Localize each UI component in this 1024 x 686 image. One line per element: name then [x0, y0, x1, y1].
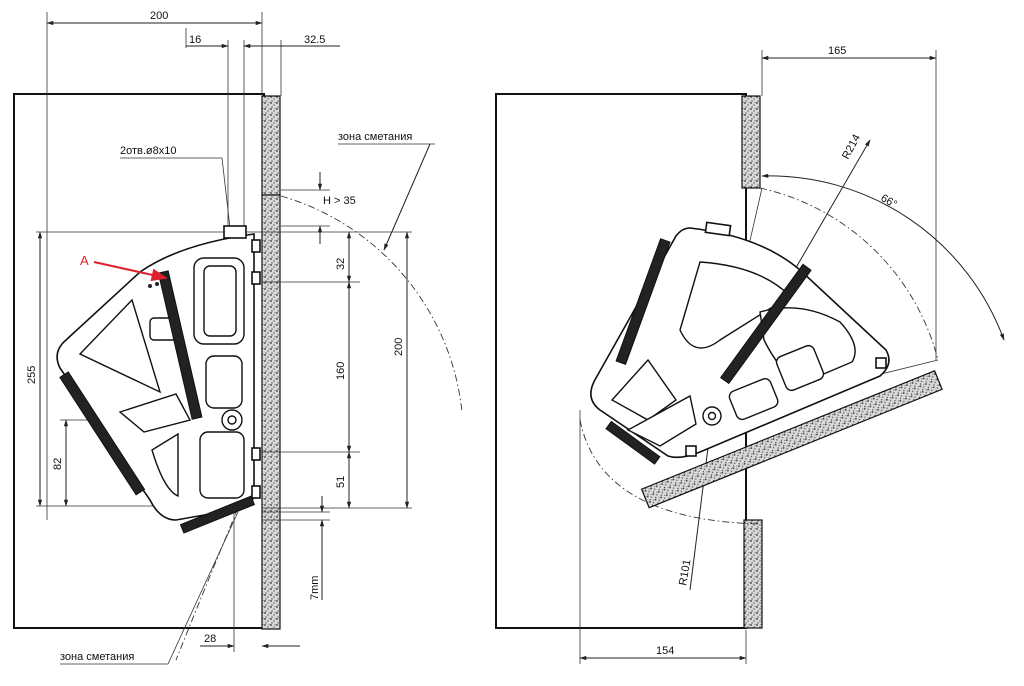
dim-16: 16 — [189, 34, 201, 46]
angle-arc-66 — [761, 173, 1005, 341]
door-strip-lower — [261, 194, 281, 630]
dim-200-right: 200 — [393, 338, 405, 356]
right-view: 165 66° R214 R101 154 — [495, 45, 1005, 664]
dim-255: 255 — [26, 366, 38, 384]
dim-28: 28 — [204, 633, 216, 645]
marker-a-arrow — [93, 261, 168, 282]
door-rotated — [640, 370, 943, 509]
dim-154: 154 — [656, 645, 674, 657]
dim-51: 51 — [335, 476, 347, 488]
dim-32: 32 — [335, 258, 347, 270]
wall-strip-upper-right — [741, 95, 761, 189]
door-strip-upper — [261, 95, 281, 196]
dim-165: 165 — [828, 45, 846, 57]
dim-82: 82 — [52, 458, 64, 470]
dim-32-5: 32.5 — [304, 34, 325, 46]
radius-r101: R101 — [677, 559, 693, 587]
sweep-arc-left — [280, 195, 463, 413]
sweep-zone-label-top: зона сметания — [338, 131, 412, 143]
angle-66: 66° — [879, 192, 899, 211]
dim-h-35: H > 35 — [323, 195, 356, 207]
dim-160: 160 — [335, 362, 347, 380]
left-view: 200 16 32.5 2отв.ø8x10 H > 35 зона смета… — [13, 10, 463, 665]
rail-right-diag — [719, 263, 812, 385]
marker-a-label: A — [80, 253, 89, 268]
holes-label: 2отв.ø8x10 — [120, 145, 177, 157]
dim-200-top: 200 — [150, 10, 168, 22]
wall-strip-lower-right — [743, 519, 763, 629]
sweep-arc-right — [759, 187, 939, 361]
rail-front-left — [59, 371, 146, 496]
sweep-zone-label-bottom: зона сметания — [60, 651, 134, 663]
dim-7mm: 7mm — [309, 576, 321, 600]
